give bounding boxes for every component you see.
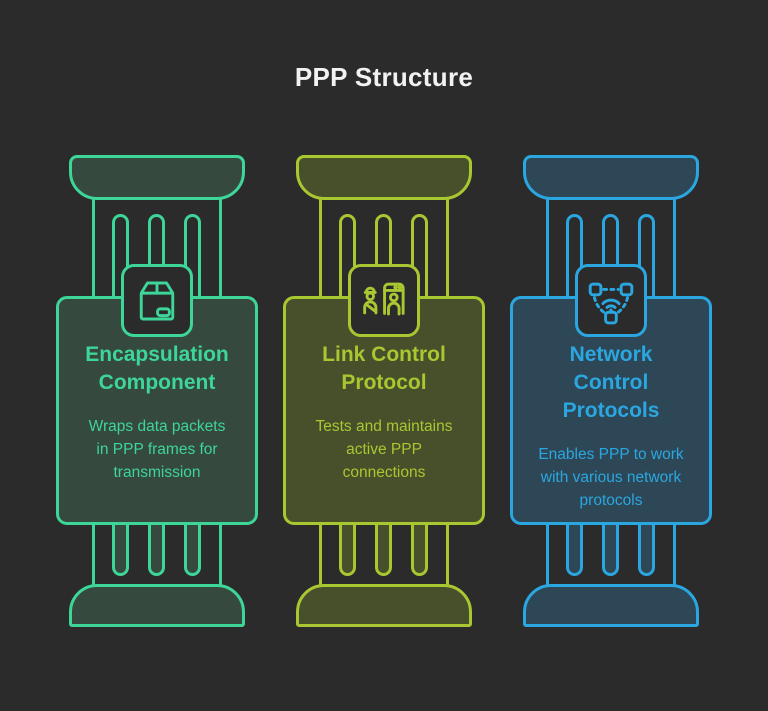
package-icon: [139, 281, 175, 320]
card-title: Network Control Protocols: [562, 343, 660, 422]
pillar-flute: [112, 522, 129, 576]
pillar-link-control-protocol: Link Control Protocol Tests and maintain…: [269, 150, 499, 711]
pillar-flute: [411, 522, 428, 576]
pillar-flute: [339, 522, 356, 576]
pillar-flute: [375, 522, 392, 576]
pillar-capital: [523, 155, 699, 200]
pillar-flute: [638, 522, 655, 576]
card-description: Wraps data packets in PPP frames for tra…: [88, 418, 226, 481]
page-title: PPP Structure: [294, 62, 474, 92]
pillar-capital: [69, 155, 245, 200]
card-title: Encapsulation Component: [85, 343, 229, 394]
pillar-base: [296, 584, 472, 627]
pillar-base: [523, 584, 699, 627]
security-checkpoint-icon: [363, 282, 405, 315]
icon-box: [575, 264, 647, 337]
pillar-flute: [148, 522, 165, 576]
pillar-flute: [602, 522, 619, 576]
icon-box: [348, 264, 420, 337]
pillar-flute: [184, 522, 201, 576]
network-wifi-icon: [588, 282, 634, 324]
pillar-capital: [296, 155, 472, 200]
pillar-network-control-protocols: Network Control Protocols Enables PPP to…: [496, 150, 726, 711]
info-card: Encapsulation Component Wraps data packe…: [56, 296, 258, 525]
card-description: Enables PPP to work with various network…: [538, 446, 684, 509]
card-description: Tests and maintains active PPP connectio…: [315, 418, 453, 481]
pillar-flute: [566, 522, 583, 576]
pillar-encapsulation-component: Encapsulation Component Wraps data packe…: [42, 150, 272, 711]
card-title: Link Control Protocol: [322, 343, 446, 394]
icon-box: [121, 264, 193, 337]
pillar-base: [69, 584, 245, 627]
